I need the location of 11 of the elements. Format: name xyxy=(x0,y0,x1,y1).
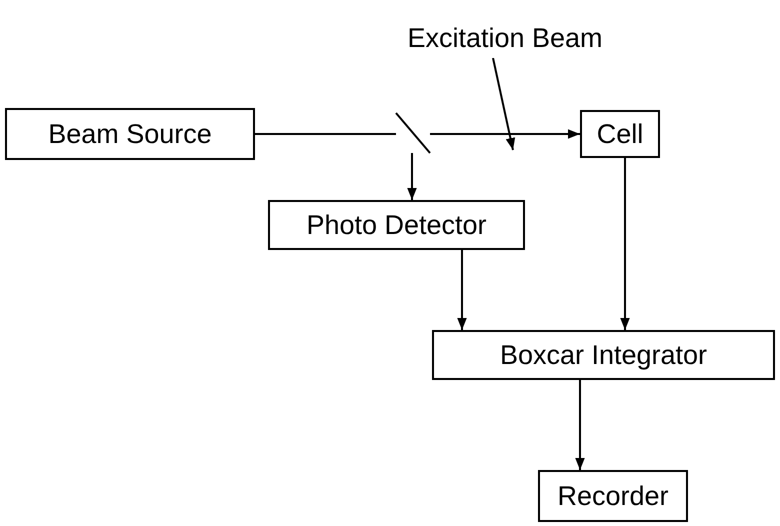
block-box: Cell xyxy=(580,110,660,158)
block-box: Recorder xyxy=(538,470,688,522)
arrow xyxy=(575,380,585,470)
block-box: Beam Source xyxy=(5,108,255,160)
block-box: Boxcar Integrator xyxy=(432,330,775,380)
arrow xyxy=(407,153,417,200)
block-box: Photo Detector xyxy=(268,200,525,250)
leader-arrow xyxy=(492,58,516,150)
arrow xyxy=(620,158,630,330)
arrow xyxy=(430,129,580,139)
arrow xyxy=(457,250,467,330)
